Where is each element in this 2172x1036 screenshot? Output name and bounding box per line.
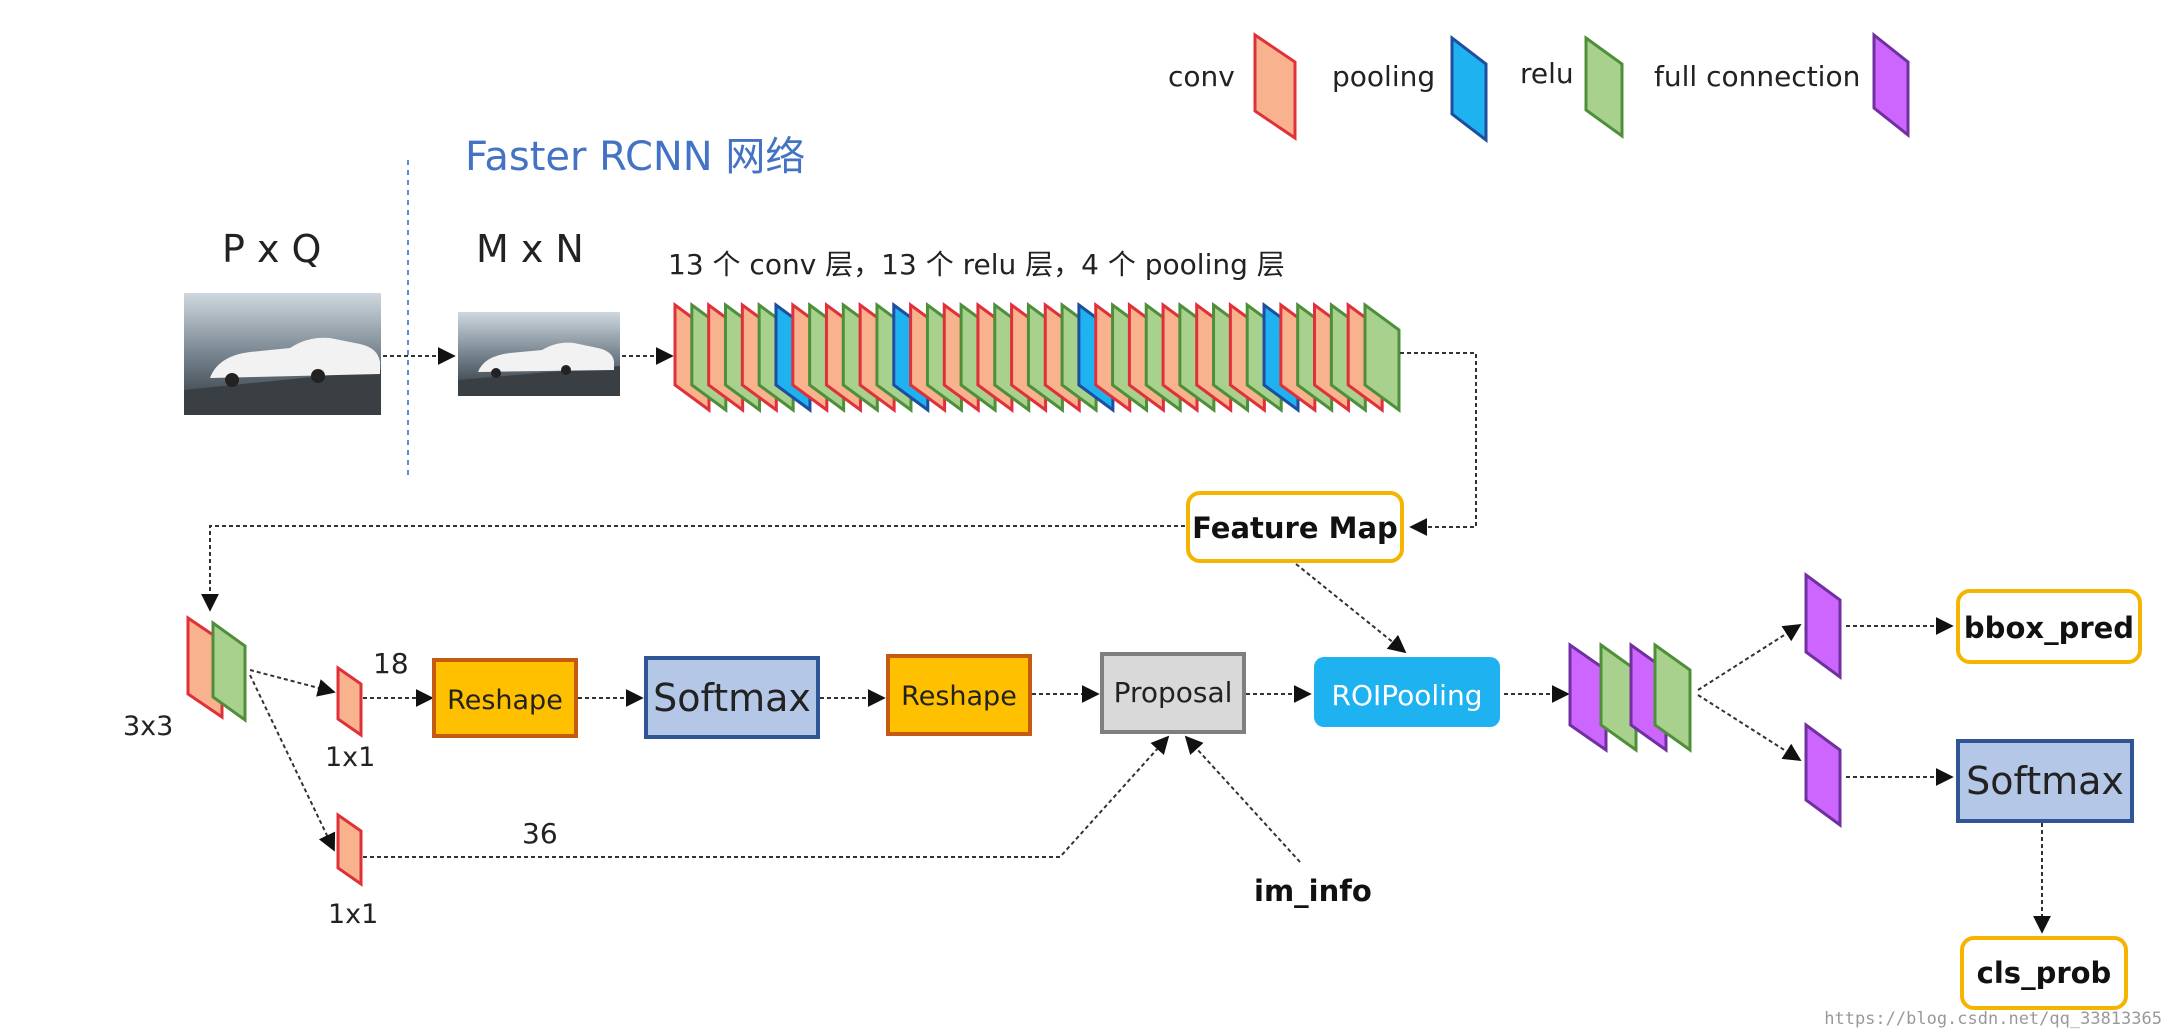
proposal-box <box>1100 652 1246 734</box>
cls-prob-label: cls_prob <box>1977 956 2112 990</box>
legend: conv pooling relu full connection <box>1168 31 1910 144</box>
roipooling-box <box>1314 657 1500 727</box>
bbox-pred-box <box>1956 589 2142 664</box>
reshape-label-2: Reshape <box>901 681 1017 712</box>
softmax-box-2 <box>1956 739 2134 823</box>
watermark: https://blog.csdn.net/qq_33813365 <box>1824 1009 2162 1029</box>
arrow-fc-to-cls-fc <box>1697 694 1802 761</box>
feature-map-label: Feature Map <box>1192 511 1398 545</box>
legend-relu-label: relu <box>1520 57 1574 90</box>
proposal-label: Proposal <box>1114 676 1233 709</box>
resized-image <box>458 312 620 396</box>
relu-layer-2 <box>1653 642 1692 753</box>
backbone-layers <box>673 302 1401 413</box>
cls-kernel-label: 1x1 <box>325 742 375 773</box>
backbone-relu-layer <box>1363 302 1401 413</box>
rpn-conv-size-label: 3x3 <box>123 711 173 742</box>
input-size-label: P x Q <box>222 227 321 271</box>
reshape-box-1 <box>432 658 578 738</box>
cls-fc-layer <box>1804 722 1842 828</box>
reshape-box-2 <box>886 654 1032 736</box>
cls-prob-box <box>1960 936 2128 1010</box>
bbox-fc-layer <box>1804 572 1842 680</box>
fc-layer-1 <box>1568 642 1608 753</box>
resized-size-label: M x N <box>476 227 584 271</box>
rpn-relu-layer <box>211 620 247 723</box>
legend-fc-label: full connection <box>1654 60 1860 93</box>
feature-map-box <box>1186 491 1404 563</box>
legend-pooling-swatch <box>1450 34 1488 144</box>
reshape-label-1: Reshape <box>447 685 563 716</box>
cls-1x1-conv <box>336 665 363 738</box>
diagram-title: Faster RCNN 网络 <box>465 134 805 180</box>
roipooling-label: ROIPooling <box>1332 679 1483 712</box>
arrow-fc-to-bbox-fc <box>1697 624 1802 691</box>
arrow-backbone-to-feature-map <box>1400 352 1477 536</box>
cls-count-label: 18 <box>373 647 409 680</box>
reg-1x1-conv <box>336 812 363 887</box>
legend-pooling-label: pooling <box>1332 60 1435 93</box>
arrow-im-info-to-proposal <box>1184 735 1301 863</box>
arrow-reg-to-proposal <box>363 735 1170 858</box>
input-image <box>184 293 381 415</box>
arrow-feature-map-to-rpn <box>201 525 1185 612</box>
arrow-feature-map-to-roipooling <box>1295 563 1407 654</box>
legend-fc-swatch <box>1872 31 1910 139</box>
reg-kernel-label: 1x1 <box>328 899 378 930</box>
arrow-rpn-to-reg-branch <box>249 674 336 852</box>
reg-count-label: 36 <box>522 817 558 850</box>
arrow-rpn-to-cls-branch <box>249 669 336 697</box>
im-info-label: im_info <box>1254 874 1372 908</box>
softmax-box-1 <box>644 656 820 739</box>
legend-conv-label: conv <box>1168 60 1235 93</box>
softmax-label-2: Softmax <box>1966 759 2124 803</box>
legend-relu-swatch <box>1584 35 1624 139</box>
softmax-label-1: Softmax <box>653 676 811 720</box>
relu-layer-1 <box>1599 642 1638 753</box>
legend-conv-swatch <box>1253 32 1297 141</box>
bbox-pred-label: bbox_pred <box>1964 611 2134 645</box>
backbone-caption: 13 个 conv 层，13 个 relu 层，4 个 pooling 层 <box>668 248 1285 281</box>
